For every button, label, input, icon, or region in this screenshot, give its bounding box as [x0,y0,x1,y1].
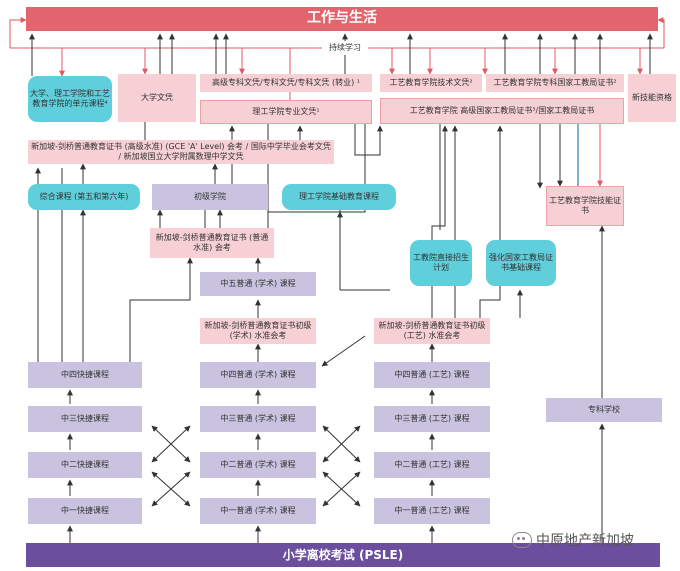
express3-box: 中三快捷课程 [28,406,142,432]
a-level-box: 新加坡-剑桥普通教育证书 (高级水准) (GCE 'A' Level) 会考 /… [28,140,334,164]
specialised-school-box: 专科学校 [546,398,662,422]
ite-nitec-box: 工艺教育学院 高级国家工教局证书³/国家工教局证书 [380,98,624,124]
na3-box: 中三普通 (学术) 课程 [200,406,316,432]
nt1-box: 中一普通 (工艺) 课程 [374,498,490,524]
sec5-na-box: 中五普通 (学术) 课程 [200,272,316,296]
poly-diploma-box: 理工学院专业文凭¹ [200,100,372,124]
ite-direct-entry-box: 工教院直接招生计划 [410,240,472,286]
poly-foundation-box: 理工学院基础教育课程 [282,184,396,210]
degree-box: 大学文凭 [118,74,196,122]
lifelong-learning-label: 持续学习 [322,41,368,55]
junior-college-box: 初级学院 [152,184,268,210]
nt4-box: 中四普通 (工艺) 课程 [374,362,490,388]
new-skills-box: 新技能资格 [628,74,676,122]
higher-nitec-diploma-box: 高级专科文凭/专科文凭/专科文凭 (转业) ¹ [200,74,372,92]
express4-box: 中四快捷课程 [28,362,142,388]
na2-box: 中二普通 (学术) 课程 [200,452,316,478]
ite-skills-cert-box: 工艺教育学院技能证书 [546,186,624,226]
na1-box: 中一普通 (学术) 课程 [200,498,316,524]
watermark-text: 中原地产新加坡 [536,533,634,549]
ite-tech-diploma-box: 工艺教育学院技术文凭² [380,74,482,92]
nt3-box: 中三普通 (工艺) 课程 [374,406,490,432]
nitec-foundation-box: 强化国家工教局证书基础课程 [486,240,556,286]
nt2-box: 中二普通 (工艺) 课程 [374,452,490,478]
wechat-icon [512,532,532,548]
o-level-box: 新加坡-剑桥普通教育证书 (普通水准) 会考 [150,228,274,258]
integrated-programme-box: 综合课程 (第五和第六年) [28,184,140,210]
uni-poly-ite-modules: 大学、理工学院和工艺教育学院的单元课程⁴ [28,76,112,122]
watermark: 中原地产新加坡 [512,530,634,550]
na4-box: 中四普通 (学术) 课程 [200,362,316,388]
n-t-level-box: 新加坡-剑桥普通教育证书初级 (工艺) 水准会考 [374,318,490,344]
ite-special-nitec-box: 工艺教育学院专科国家工教局证书² [486,74,624,92]
express1-box: 中一快捷课程 [28,498,142,524]
work-life-banner: 工作与生活 [26,7,658,31]
express2-box: 中二快捷课程 [28,452,142,478]
psle-footer: 小学离校考试 (PSLE) [26,543,660,567]
n-a-level-box: 新加坡-剑桥普通教育证书初级 (学术) 水准会考 [200,318,316,344]
